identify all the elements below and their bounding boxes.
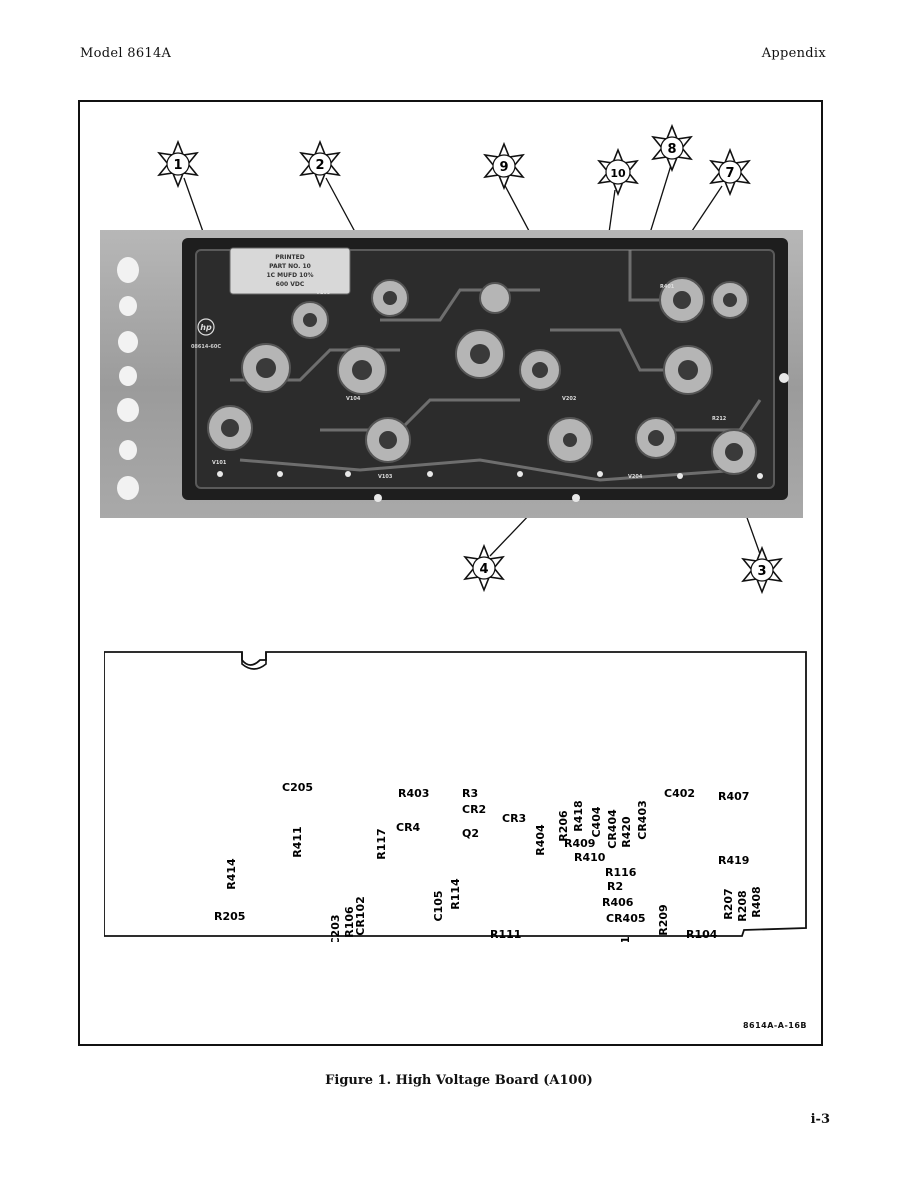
figure-part-id: 8614A-A-16B [742,1021,807,1030]
component-label: R116 [605,866,637,879]
component-label: R106 [343,906,356,938]
board-photo-art: PRINTED PART NO. 10 1C MUFD 10% 600 VDC … [117,238,789,502]
callout-label: 1 [173,158,182,173]
silkscreen-label: V104 [346,396,361,402]
component-label: CR404 [606,809,619,849]
hp-logo-icon [197,318,215,336]
model-header: Model 8614A [80,46,172,61]
hp-logo-text: hp [200,323,212,332]
silkscreen-label: R401 [660,284,675,290]
edge-holes [117,257,139,500]
callout-label: 7 [725,166,734,181]
callout-1: 1 [158,141,198,187]
callout-overlay: 1 2 9 10 8 7 4 3 [158,125,782,593]
component-label: R406 [602,896,634,909]
capacitor-label-line: PART NO. 10 [269,263,311,270]
component-label: R409 [564,837,595,850]
capacitor-label-line: PRINTED [275,254,304,261]
component-label: R209 [657,904,670,935]
component-label: R205 [214,910,245,923]
component-diagram: V105V102V104V201V202V401V203V101V103V204… [104,648,808,942]
callout-label: 9 [499,160,508,175]
component-label: R419 [718,854,749,867]
callout-label: 3 [757,564,766,579]
component-label: R207 [722,888,735,919]
page-number: i-3 [810,1112,830,1127]
component-label: R111 [490,928,521,941]
component-label: R3 [462,787,478,800]
figure-caption: Figure 1. High Voltage Board (A100) [325,1073,593,1088]
component-label: R206 [557,810,570,842]
figure-frame: 1 2 9 10 8 7 4 3 [78,100,823,1046]
component-label: R407 [718,790,749,803]
capacitor-label-line: 1C MUFD 10% [266,272,313,279]
section-header: Appendix [761,46,826,61]
component-label: C205 [282,781,313,794]
callout-8: 8 [652,125,692,171]
component-label: CR403 [636,800,649,840]
silkscreen-label: V204 [628,474,643,480]
component-label: C203 [329,914,342,942]
silkscreen-label: V101 [212,460,227,466]
component-label: CR3 [502,812,526,825]
component-label: C105 [432,890,445,921]
component-label: CR2 [462,803,486,816]
callout-3: 3 [742,547,782,593]
callout-2: 2 [300,141,340,187]
component-label: R104 [686,928,718,941]
callout-10: 10 [598,149,638,195]
silkscreen-label: R212 [712,416,727,422]
component-label: R2 [607,880,623,893]
component-label: R404 [534,824,547,856]
silkscreen-label: V105 [316,290,331,296]
component-label: CR405 [606,912,646,925]
capacitor-label-line: 600 VDC [276,281,305,288]
component-label: R411 [291,826,304,857]
tube-sockets [207,277,757,475]
component-label: R418 [572,800,585,831]
callout-label: 2 [315,158,324,173]
component-label: R414 [225,858,238,890]
callout-4: 4 [464,545,504,591]
component-diagram-svg: V105V102V104V201V202V401V203V101V103V204… [104,651,807,942]
component-label: R403 [398,787,429,800]
board-photo: PRINTED PART NO. 10 1C MUFD 10% 600 VDC … [100,230,803,518]
component-label: R420 [620,816,633,848]
board-id: 08614-60C [191,344,221,350]
component-label: CR4 [396,821,421,834]
silkscreen-label: V202 [562,396,577,402]
component-label: Q2 [462,827,479,840]
callout-7: 7 [710,149,750,195]
component-label: R117 [375,828,388,859]
component-label: C404 [590,806,603,837]
callout-label: 4 [479,562,488,577]
component-label: R408 [750,886,763,917]
silkscreen-label: V103 [378,474,393,480]
component-label: R208 [736,890,749,921]
component-label: C402 [664,787,695,800]
component-label: R114 [449,878,462,910]
callout-9: 9 [484,143,524,189]
callout-label: 10 [610,167,626,180]
callout-label: 8 [667,142,676,157]
component-label: R410 [574,851,606,864]
component-label: CR201 [619,936,632,942]
component-label: CR102 [354,896,367,936]
